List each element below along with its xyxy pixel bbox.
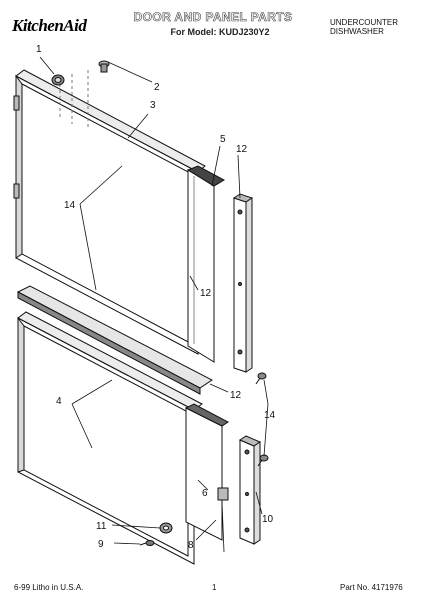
appliance-type-line1: UNDERCOUNTER: [330, 18, 398, 27]
callout-10: 11: [96, 521, 107, 532]
page-number: 1: [212, 583, 217, 592]
callout-12-upper: 14: [64, 200, 76, 211]
side-trim-5: [232, 193, 254, 373]
callout-6: 10: [262, 514, 274, 525]
callout-7: 1: [36, 44, 42, 55]
callout-14-lower: 6: [202, 488, 208, 499]
appliance-type-line2: DISHWASHER: [330, 27, 384, 36]
callout-5: 12: [236, 144, 248, 155]
side-trim-6: [238, 435, 262, 545]
callout-4: 14: [264, 410, 276, 421]
door-liner-parts: [51, 60, 110, 128]
page-title: DOOR AND PANEL PARTS: [133, 10, 293, 25]
litho-note: 6-99 Litho in U.S.A.: [14, 583, 84, 592]
callout-3: 5: [220, 134, 226, 145]
callout-numbers: 1 2 3 5 12 14 12 12 4 14 6 10 11 9 8: [36, 44, 276, 551]
callout-12-lower: 4: [56, 396, 62, 407]
model-prefix: For Model:: [170, 27, 217, 37]
upper-door-panel: [13, 69, 206, 355]
appliance-type: UNDERCOUNTER DISHWASHER: [330, 18, 410, 36]
leader-lines: [39, 56, 269, 553]
callout-2: 3: [150, 100, 156, 111]
callout-14-upper: 12: [200, 288, 212, 299]
callout-11: 9: [98, 539, 104, 550]
callout-9: 8: [188, 540, 194, 551]
callout-13: 12: [230, 390, 242, 401]
part-number: Part No. 4171976: [340, 583, 403, 592]
upper-panel-insert: [186, 165, 226, 363]
callout-1: 2: [154, 82, 160, 93]
lower-panel-insert: [184, 403, 229, 541]
divider-strip-13: [16, 285, 213, 395]
model-line: For Model: KUDJ230Y2: [150, 27, 290, 37]
brand-logo: KitchenAid: [12, 16, 87, 35]
model-number: KUDJ230Y2: [218, 27, 270, 37]
lower-door-panel: [17, 311, 203, 565]
